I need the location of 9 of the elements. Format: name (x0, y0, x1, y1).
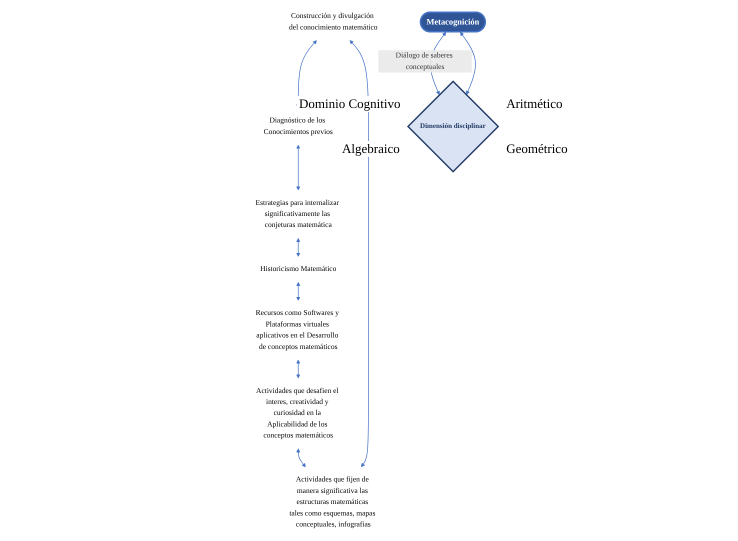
arrow (350, 40, 369, 468)
arrow (296, 360, 300, 378)
side-label: Algebraico (340, 141, 402, 158)
side-label: Dominio Cognitivo (297, 96, 402, 112)
arrow (296, 144, 300, 190)
arrow (296, 282, 300, 301)
arrow (460, 32, 476, 95)
arrow (296, 448, 306, 468)
arrow (296, 238, 300, 257)
